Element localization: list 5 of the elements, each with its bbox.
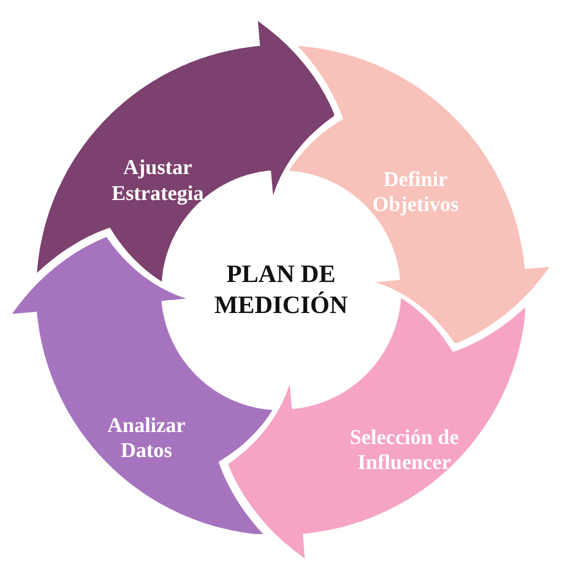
center-title: PLAN DE MEDICIÓN [213,260,349,321]
step-label: Definir Objetivos [371,166,460,218]
step-label: Selección de Influencer [348,424,460,475]
step-label: Ajustar Estrategia [110,155,205,206]
step-label: Analizar Datos [106,413,186,464]
